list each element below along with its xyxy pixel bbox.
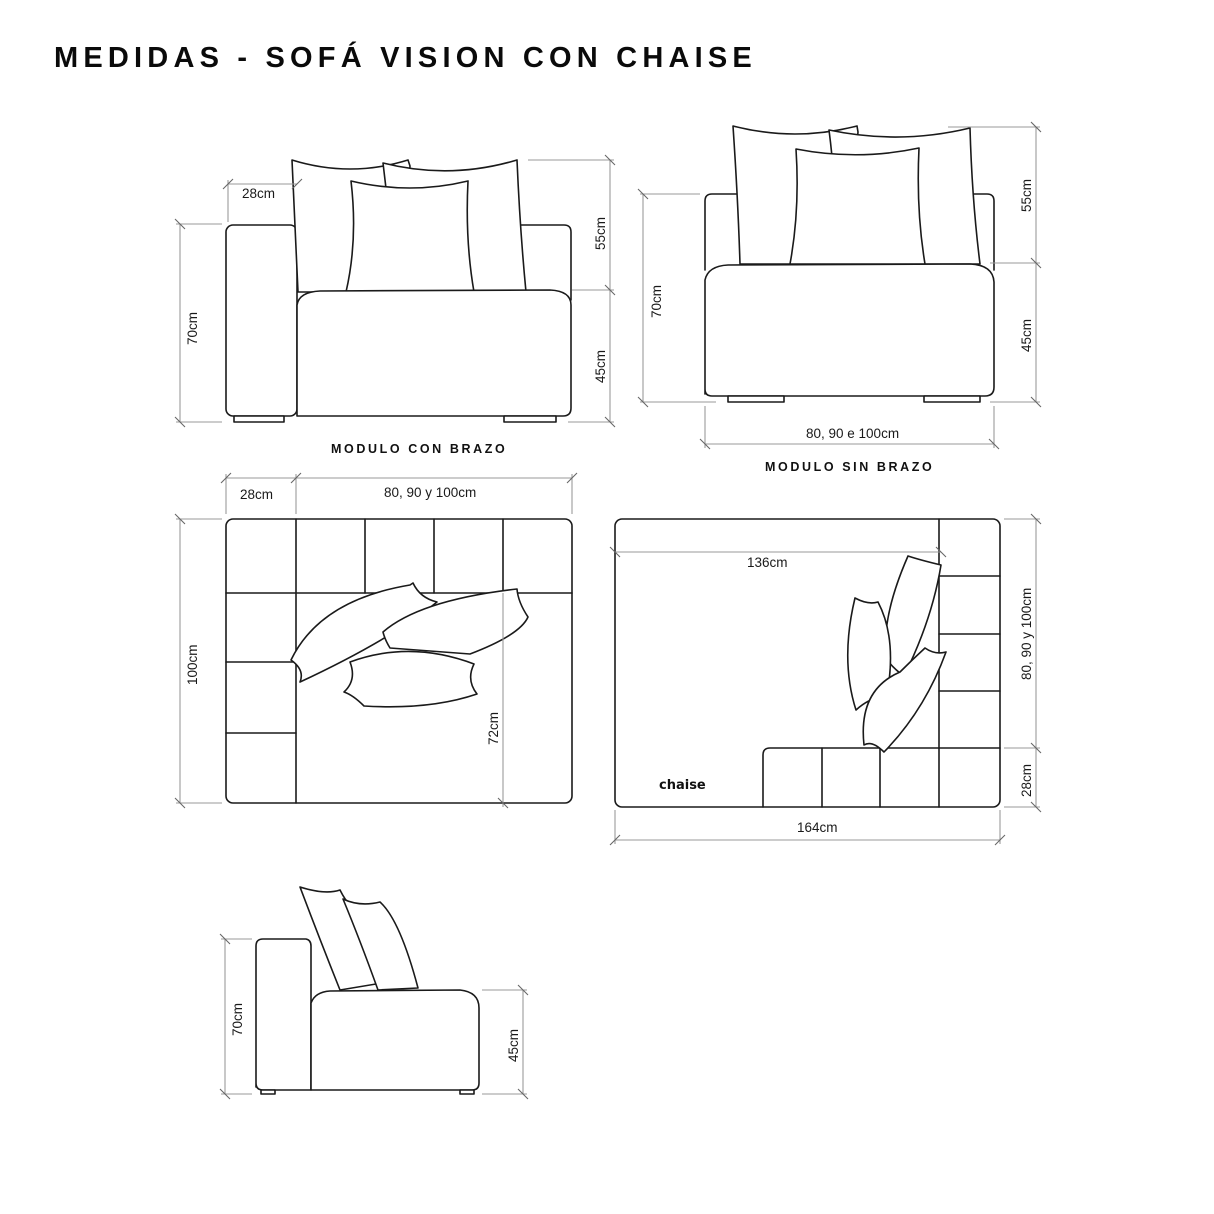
caption-modulo-con-brazo: MODULO CON BRAZO xyxy=(331,442,507,456)
plan-view-with-arm: 28cm 80, 90 y 100cm 100cm 72cm xyxy=(174,472,578,809)
pillow-lying-3 xyxy=(862,647,947,753)
dim-inner-length: 136cm xyxy=(747,555,788,570)
dim-seat-height: 45cm xyxy=(593,350,608,383)
dim-seat-height: 45cm xyxy=(1019,319,1034,352)
dim-width: 80, 90 y 100cm xyxy=(1019,588,1034,680)
backrest-left xyxy=(704,193,741,271)
leg-right xyxy=(503,415,557,423)
leg-left xyxy=(233,415,285,423)
front-view-with-arm: 28cm 70cm 55cm 45cm MODULO CON BRAZO xyxy=(174,154,616,456)
page-title: MEDIDAS - SOFÁ VISION CON CHAISE xyxy=(54,42,757,74)
dim-seat-height: 45cm xyxy=(506,1029,521,1062)
pillow-front xyxy=(789,147,926,265)
leg-front xyxy=(459,1089,475,1095)
dim-total-length: 164cm xyxy=(797,820,838,835)
leg-left xyxy=(727,395,785,403)
pillow-front xyxy=(342,898,419,991)
caption-modulo-sin-brazo: MODULO SIN BRAZO xyxy=(765,460,934,474)
seat-cushion xyxy=(704,263,995,397)
pillow-lying-2 xyxy=(382,588,529,655)
backrest xyxy=(255,938,312,1091)
pillow-lying-3 xyxy=(343,650,478,708)
leg-right xyxy=(923,395,981,403)
front-view-without-arm: 70cm 55cm 45cm 80, 90 e 100cm MODULO SIN… xyxy=(637,121,1042,474)
seat-cushion xyxy=(310,989,480,1091)
dim-width: 80, 90 y 100cm xyxy=(384,485,476,500)
dim-back-depth: 28cm xyxy=(1019,764,1034,797)
plan-view-chaise: 136cm 164cm 80, 90 y 100cm 28cm chaise xyxy=(609,513,1042,846)
dim-depth: 100cm xyxy=(185,644,200,685)
dim-total-height: 70cm xyxy=(230,1003,245,1036)
side-view: 70cm 45cm xyxy=(219,886,529,1100)
chaise-label: chaise xyxy=(659,778,706,793)
dim-width: 80, 90 e 100cm xyxy=(806,426,899,441)
backrest-right xyxy=(969,193,995,271)
dim-seat-depth: 72cm xyxy=(486,712,501,745)
dim-total-height: 70cm xyxy=(185,312,200,345)
dim-cushion-height: 55cm xyxy=(1019,179,1034,212)
leg-back xyxy=(260,1089,276,1095)
dim-arm-width: 28cm xyxy=(240,487,273,502)
dim-arm-width: 28cm xyxy=(242,186,275,201)
pillow-front xyxy=(345,180,475,293)
dim-cushion-height: 55cm xyxy=(593,217,608,250)
pillow-lying-1 xyxy=(290,582,438,683)
backrest-right xyxy=(516,224,572,301)
seat-cushion xyxy=(296,289,572,417)
dim-total-height: 70cm xyxy=(649,285,664,318)
armrest xyxy=(225,224,298,417)
